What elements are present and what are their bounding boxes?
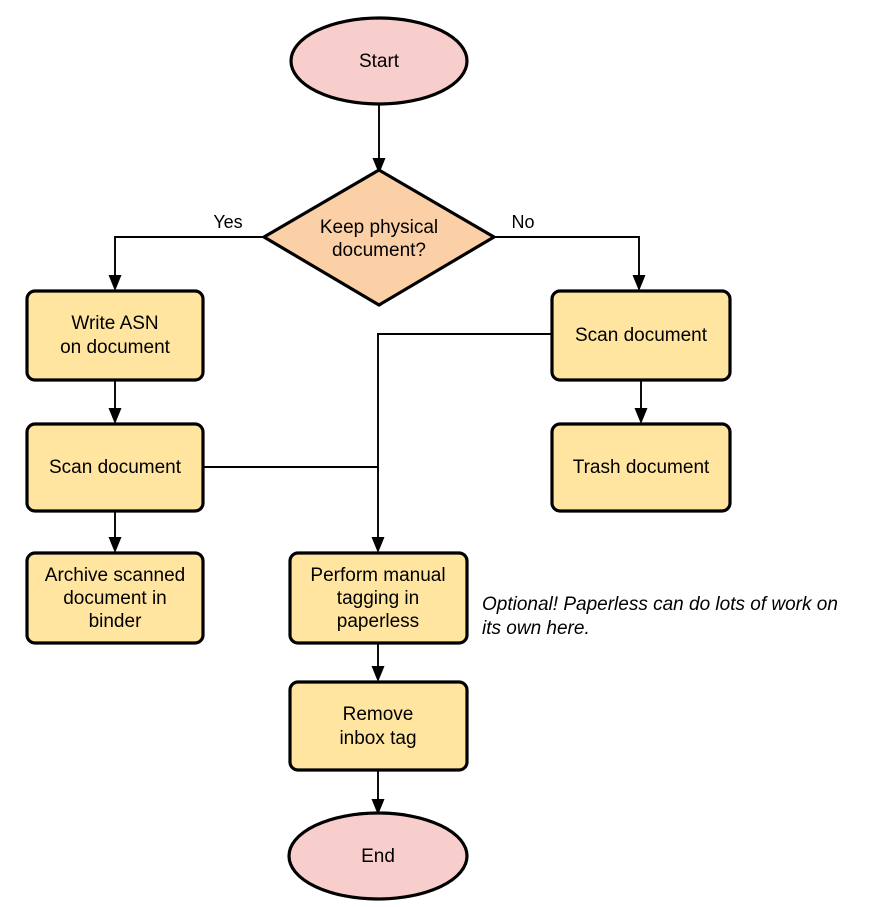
node-start[interactable]: Start: [289, 16, 469, 106]
node-start-label: Start: [359, 51, 400, 72]
node-decision-keep-physical-document[interactable]: Keep physical document?: [260, 168, 498, 307]
node-perform-manual-tagging[interactable]: Perform manual tagging in paperless: [288, 551, 469, 645]
arrow-head-icon: [108, 537, 122, 553]
node-write-asn-label-line1: Write ASN: [71, 313, 158, 334]
edge-start-to-decision: [372, 103, 386, 174]
node-trash-document[interactable]: Trash document: [550, 422, 732, 513]
node-write-asn-on-document[interactable]: Write ASN on document: [25, 289, 205, 382]
edge-label-no: No: [511, 212, 534, 232]
node-tagging-label-line2: tagging in: [337, 588, 419, 609]
node-archive-label-line2: document in: [63, 588, 167, 609]
node-decision-label-line1: Keep physical: [320, 217, 438, 238]
node-scan-document-left-label: Scan document: [49, 457, 182, 478]
node-tagging-label-line1: Perform manual: [310, 565, 445, 586]
edge-tagging-to-removeinbox: [371, 642, 385, 682]
node-archive-label-line3: binder: [89, 611, 142, 632]
edge-decision-no: No: [494, 212, 646, 291]
edge-removeinbox-to-end: [371, 770, 385, 815]
arrow-head-icon: [632, 275, 646, 291]
node-archive-scanned-document[interactable]: Archive scanned document in binder: [25, 551, 205, 645]
node-end-label: End: [361, 846, 395, 867]
arrow-head-icon: [108, 408, 122, 424]
node-scan-document-right[interactable]: Scan document: [550, 289, 732, 382]
note-line1: Optional! Paperless can do lots of work …: [482, 594, 838, 615]
node-scan-document-right-label: Scan document: [575, 325, 708, 346]
node-decision-label-line2: document?: [332, 240, 426, 261]
note-optional-paperless: Optional! Paperless can do lots of work …: [482, 594, 838, 639]
node-end[interactable]: End: [287, 811, 469, 901]
edge-scanright-to-trash: [634, 380, 648, 424]
edge-scanleft-to-archive: [108, 510, 122, 553]
edge-label-yes: Yes: [213, 212, 242, 232]
node-scan-document-left[interactable]: Scan document: [25, 422, 205, 513]
node-remove-inbox-label-line1: Remove: [343, 704, 414, 725]
note-line2: its own here.: [482, 618, 590, 639]
node-remove-inbox-label-line2: inbox tag: [339, 728, 416, 749]
node-archive-label-line1: Archive scanned: [45, 565, 185, 586]
node-trash-document-label: Trash document: [573, 457, 710, 478]
arrow-head-icon: [634, 408, 648, 424]
node-write-asn-label-line2: on document: [60, 337, 171, 358]
arrow-head-icon: [371, 537, 385, 553]
node-tagging-label-line3: paperless: [337, 611, 419, 632]
arrow-head-icon: [372, 158, 386, 174]
arrow-head-icon: [108, 275, 122, 291]
arrow-head-icon: [371, 799, 385, 815]
arrow-head-icon: [371, 666, 385, 682]
node-remove-inbox-tag[interactable]: Remove inbox tag: [288, 680, 469, 772]
edge-writeasn-to-scanleft: [108, 380, 122, 424]
edge-decision-yes: Yes: [108, 212, 264, 291]
edge-scanright-to-tagging: [371, 333, 552, 553]
